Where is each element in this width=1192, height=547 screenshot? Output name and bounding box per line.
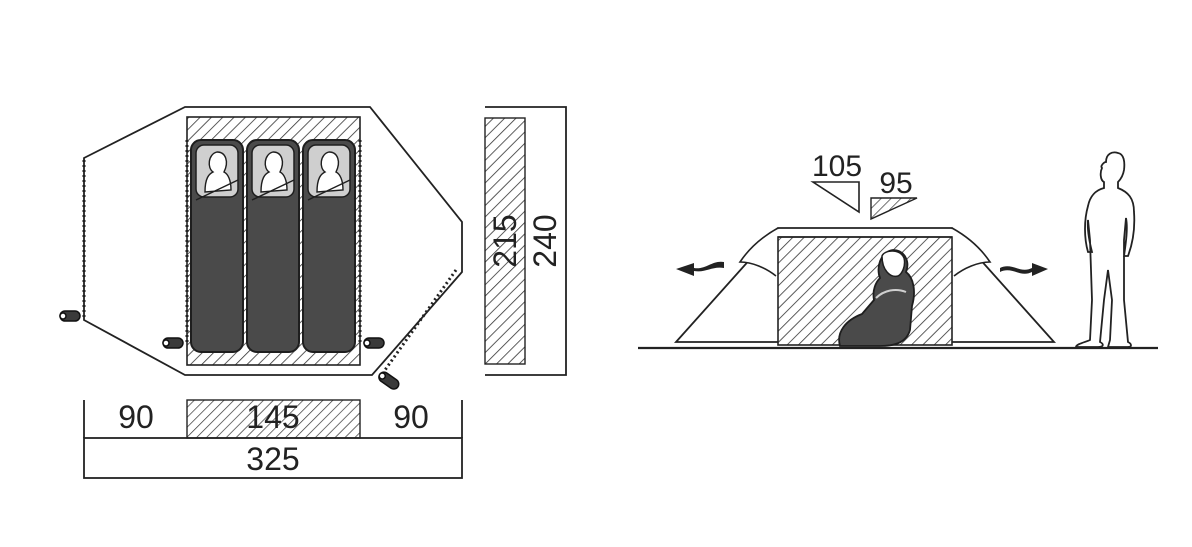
tent-pegs: [59, 310, 400, 390]
sleeping-bag-icon: [190, 139, 244, 353]
inner-tent-height-label: 95: [879, 167, 912, 200]
sleeping-bags: [190, 139, 356, 353]
total-width-bracket: [485, 106, 567, 376]
sleeping-bag-icon: [246, 139, 300, 353]
right-vent-flap: [951, 227, 992, 277]
standing-person-icon: [1075, 151, 1136, 348]
tent-peg-icon: [378, 371, 400, 390]
sleeping-bag-icon: [302, 139, 356, 353]
tent-peg-icon: [363, 337, 385, 349]
total-length-bar: [83, 437, 463, 479]
ventilation-arrow-icon: [1000, 263, 1048, 276]
total-height-marker: [810, 181, 860, 214]
left-vent-flap: [738, 227, 779, 277]
inner-width-bar: [484, 117, 526, 365]
seated-person-icon: [838, 249, 915, 347]
left-vestibule-label: 90: [118, 399, 154, 435]
total-width-label: 240: [527, 214, 563, 267]
inner-tent-width-label: 145: [246, 399, 299, 435]
door-zippers: [82, 140, 458, 371]
inner-tent-height-marker: [870, 197, 918, 221]
ventilation-arrow-icon: [676, 261, 724, 276]
total-length-label: 325: [246, 441, 299, 477]
tent-peg-icon: [162, 337, 184, 349]
side-view: 105 95: [638, 150, 1158, 350]
right-vestibule-label: 90: [393, 399, 429, 435]
inner-tent-length-label: 215: [487, 214, 523, 267]
fly-outline: [83, 106, 463, 376]
floor-plan: 215 240 90 145 90 325: [59, 106, 567, 479]
total-height-label: 105: [812, 150, 862, 183]
tent-peg-icon: [59, 310, 81, 322]
